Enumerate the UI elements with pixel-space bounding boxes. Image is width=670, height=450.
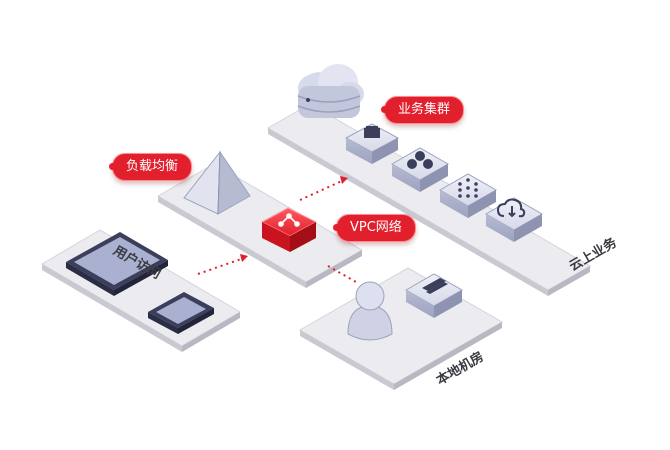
- cloud-database-icon: [297, 64, 364, 118]
- arrow-head-cloud: [340, 176, 348, 184]
- local-room-platform: [298, 267, 504, 390]
- phone-icon: [148, 292, 214, 334]
- tablet-icon: [66, 232, 168, 296]
- load-balancer-label: 负载均衡: [108, 153, 193, 181]
- pyramid-icon: [183, 150, 251, 215]
- load-balancer-platform: [156, 163, 364, 288]
- connection-arrows: [197, 179, 357, 283]
- server-icon: [404, 273, 464, 318]
- box-icon: [344, 123, 400, 164]
- share-node-icon: [260, 207, 318, 252]
- grid-dots-icon: [438, 173, 498, 218]
- arrow-head-user: [240, 254, 248, 262]
- arrow-user-to-vpc: [197, 257, 245, 275]
- cloud-sync-icon: [484, 197, 544, 242]
- vpc-label: VPC网络: [333, 214, 416, 242]
- business-cluster-label: 业务集群: [380, 96, 465, 124]
- arrow-vpc-to-cloud: [299, 179, 345, 201]
- person-icon: [347, 281, 393, 341]
- group-icon: [390, 147, 450, 192]
